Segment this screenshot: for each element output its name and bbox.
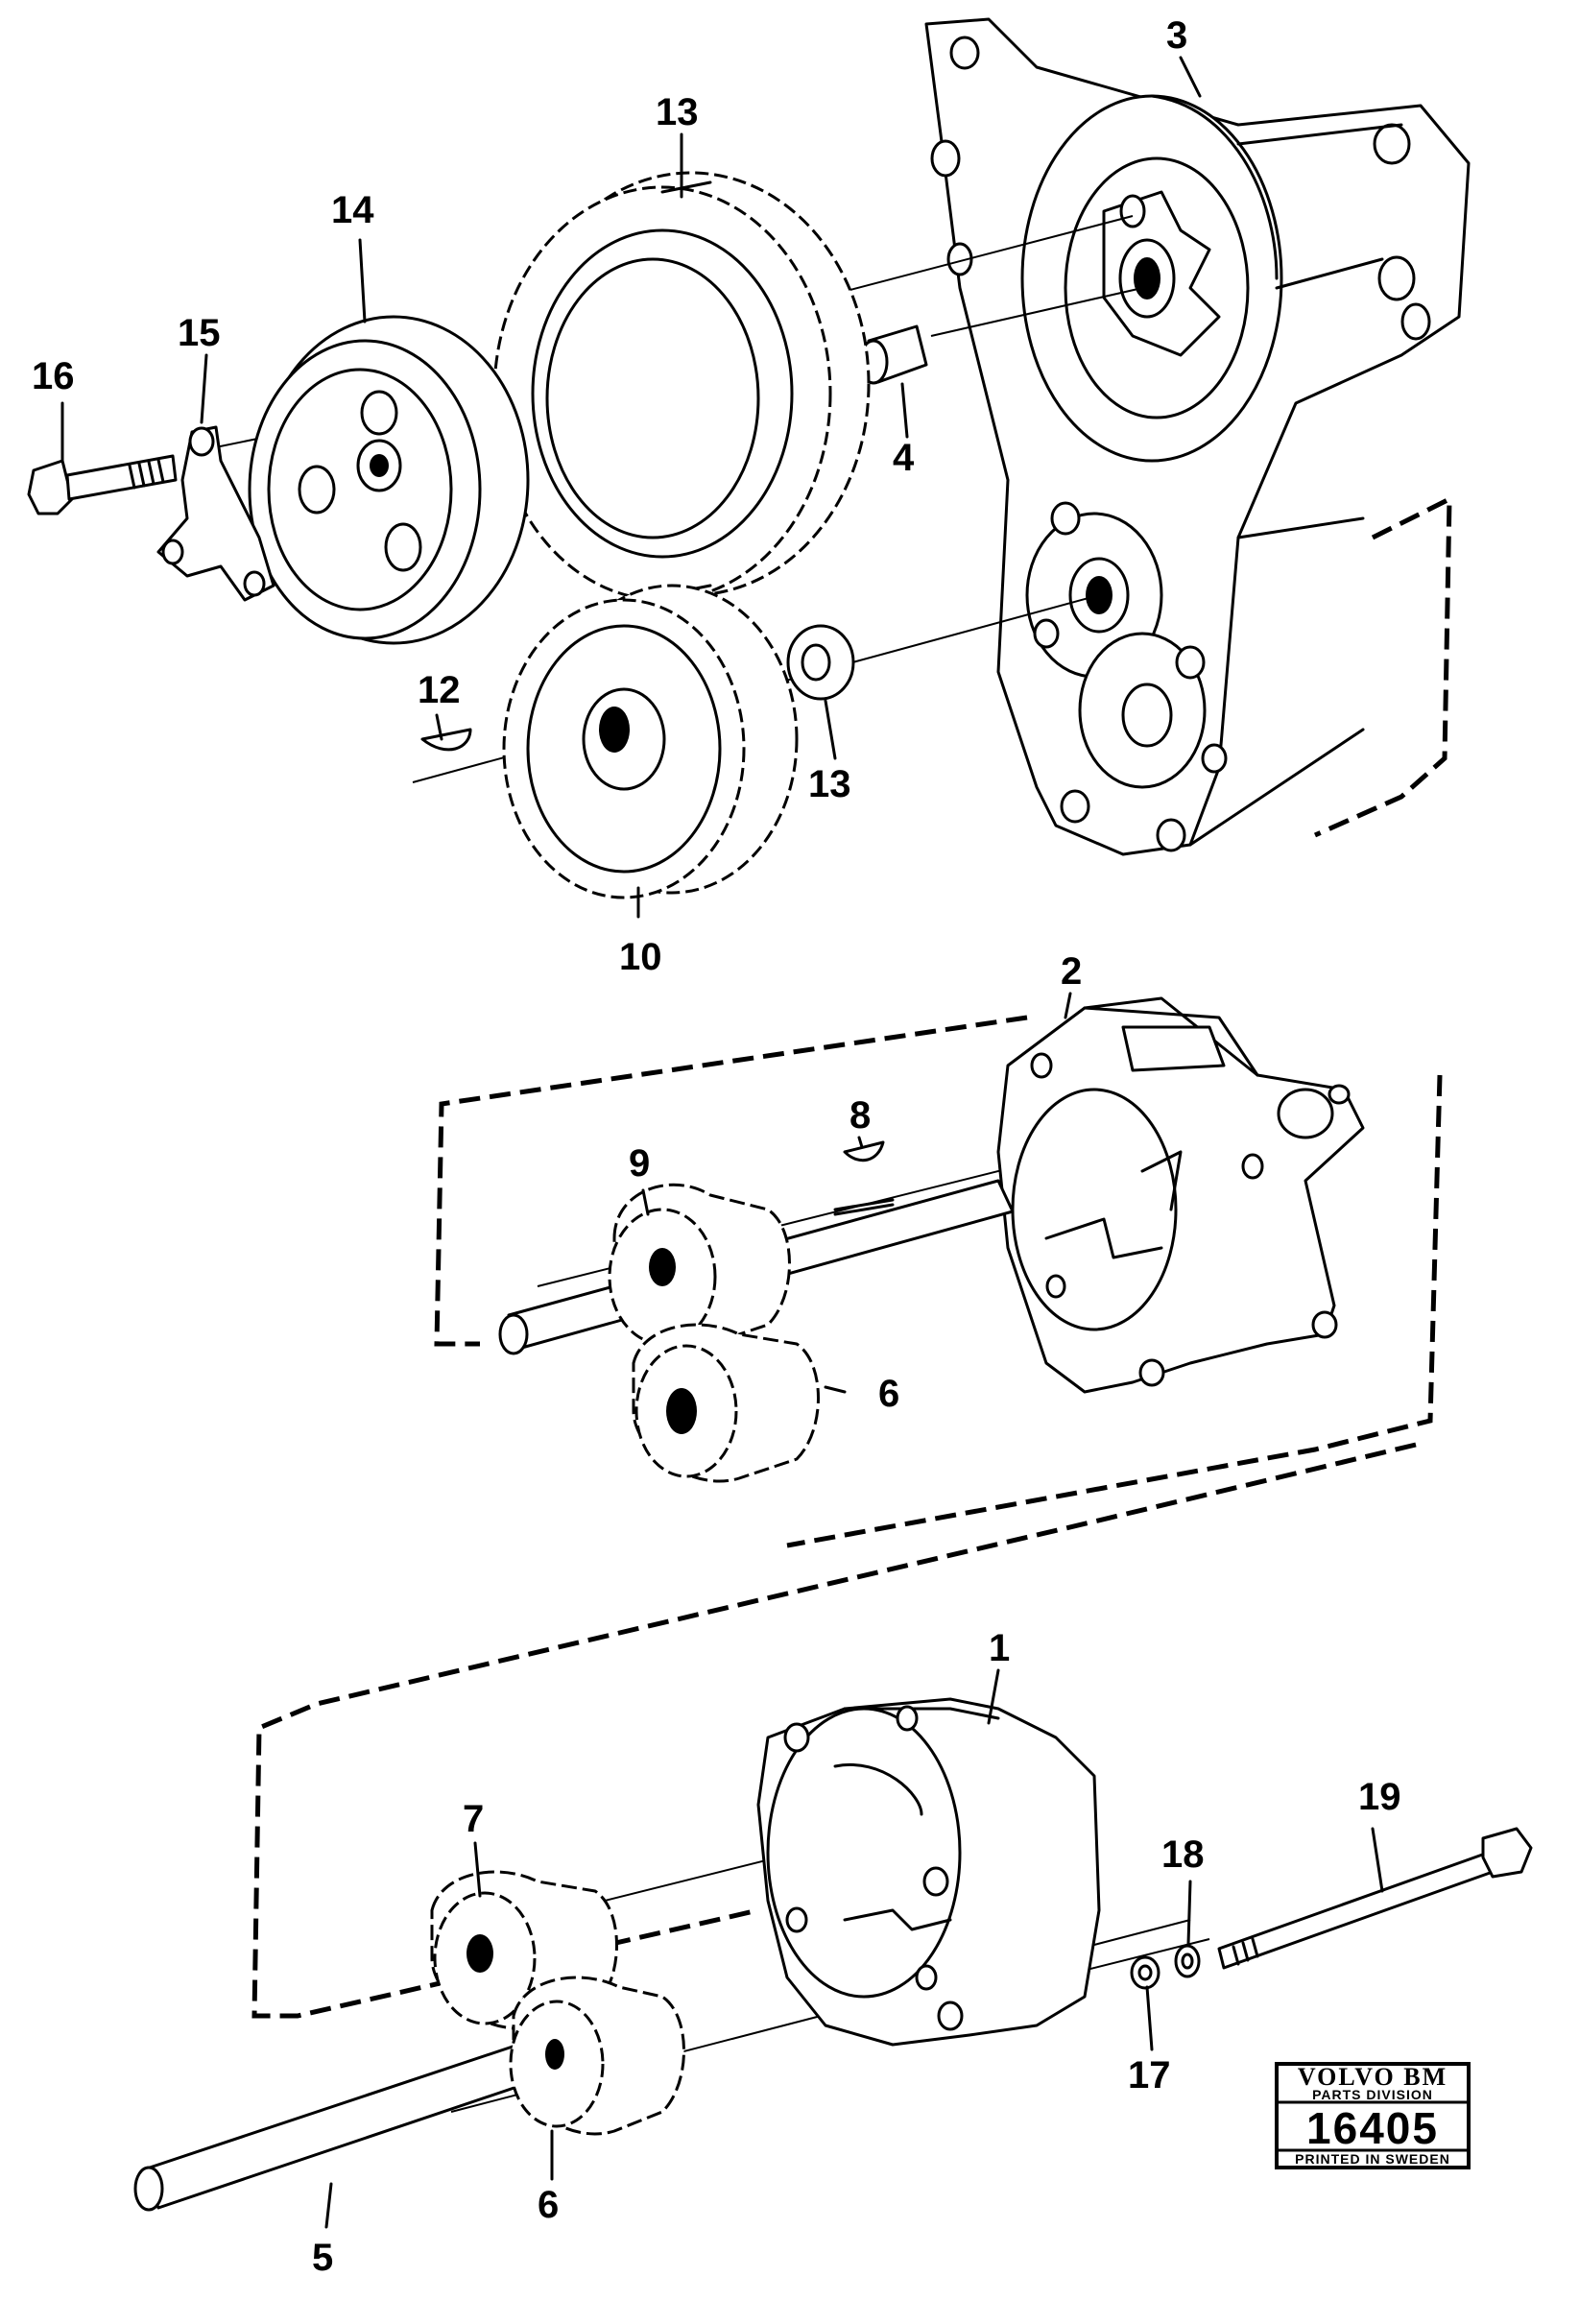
stamp-number: 16405: [1306, 2103, 1439, 2153]
stamp-division: PARTS DIVISION: [1312, 2087, 1433, 2102]
leader-lines: [60, 56, 1384, 2229]
pump-cover-plate: [924, 17, 1471, 856]
callout-17: 17: [1128, 2054, 1171, 2096]
callout-11: 12: [418, 669, 461, 711]
driven-gear-6-bottom: [509, 1976, 685, 2136]
driven-gear-6-middle: [632, 1323, 820, 1483]
key-11: [420, 728, 472, 752]
callout-8: 8: [849, 1094, 871, 1137]
pump-housing-2: [996, 996, 1365, 1394]
key-8: [843, 1140, 885, 1162]
callout-7: 7: [463, 1798, 484, 1840]
crank-gear-10: [502, 584, 799, 899]
callout-3: 3: [1166, 14, 1187, 57]
group-outline-bottom: [251, 1442, 1417, 2019]
callout-4: 4: [893, 437, 915, 479]
volvo-bm-stamp: VOLVO BM PARTS DIVISION 16405 PRINTED IN…: [1275, 2062, 1471, 2169]
callout-15: 15: [178, 312, 221, 354]
callout-1: 1: [989, 1627, 1010, 1669]
pin: [858, 324, 928, 385]
group-outline-middle: [434, 1015, 1443, 1548]
callout-6-middle: 6: [878, 1373, 899, 1415]
bolt-19: [1217, 1827, 1533, 1970]
washer-12: [786, 624, 855, 701]
pump-housing-1: [756, 1697, 1101, 2047]
callout-12: 13: [808, 763, 851, 805]
callout-10: 10: [619, 936, 662, 978]
drive-shaft-5: [133, 2033, 559, 2212]
callout-19: 19: [1358, 1776, 1401, 1818]
callout-13: 13: [656, 91, 699, 133]
bolt-16: [27, 454, 178, 515]
callout-16: 16: [32, 355, 75, 397]
callout-18: 18: [1161, 1833, 1205, 1876]
lock-plate-15: [156, 425, 275, 602]
callout-14: 14: [331, 189, 374, 231]
callout-6-bottom: 6: [538, 2184, 559, 2226]
idler-gear-13: [492, 171, 871, 602]
callout-5: 5: [312, 2237, 333, 2279]
callout-2: 2: [1061, 950, 1082, 993]
callout-labels: 3 13 14 15 16 4 12 13 10 2 8 9 6 1 7 18 …: [32, 14, 1401, 2279]
washer-18: [1174, 1944, 1201, 1978]
nut-17: [1130, 1955, 1160, 1990]
stamp-brand: VOLVO BM: [1298, 2063, 1447, 2091]
callout-9: 9: [629, 1142, 650, 1185]
stamp-footer: PRINTED IN SWEDEN: [1295, 2151, 1450, 2167]
hub-14: [248, 315, 530, 645]
axis-line-4: [930, 287, 1143, 337]
group-outline-top: [1313, 494, 1452, 838]
drive-gear-9: [608, 1183, 791, 1351]
